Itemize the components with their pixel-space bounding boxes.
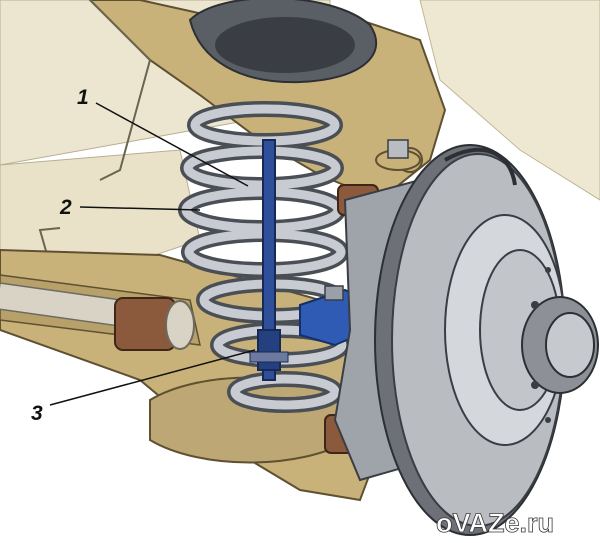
callout-1: 1: [77, 86, 89, 109]
callout-2: 2: [59, 196, 72, 219]
stabilizer-bushing: [114, 297, 195, 351]
wheel-hub: [521, 267, 599, 423]
leader-line-2: [79, 206, 201, 211]
leader-line-1: [95, 102, 249, 187]
callout-3: 3: [31, 402, 43, 425]
watermark: oVAZe.ru: [436, 508, 554, 538]
upper-control-arm: [88, 0, 447, 202]
leader-lines: [49, 102, 256, 406]
leader-line-3: [49, 349, 256, 406]
dust-shield: [444, 147, 517, 186]
shock-absorber: [249, 139, 289, 381]
